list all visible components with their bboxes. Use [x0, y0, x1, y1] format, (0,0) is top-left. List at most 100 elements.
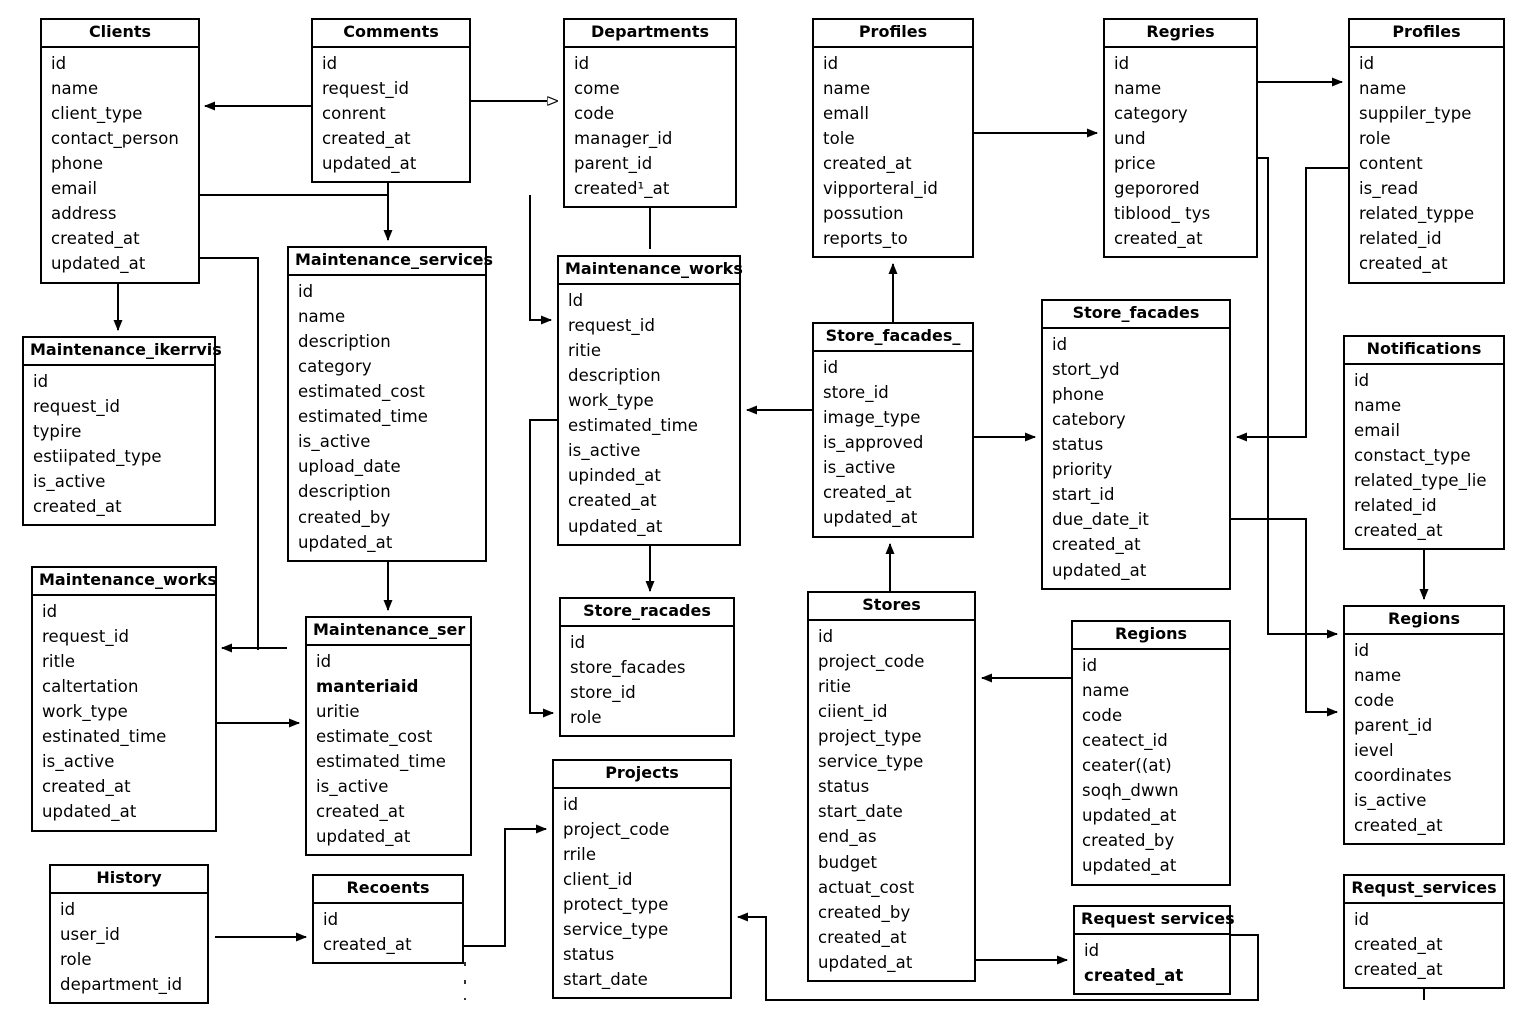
column-status: status [563, 945, 615, 965]
column-is-active: is_active [823, 458, 896, 478]
entity-title-request_services: Request services [1075, 907, 1235, 935]
column-email: email [1354, 420, 1401, 440]
entity-title-regions_center: Regions [1073, 622, 1229, 650]
column-und: und [1114, 129, 1146, 149]
column-stort-yd: stort_yd [1052, 359, 1120, 379]
column-price: price [1114, 154, 1156, 174]
column-id: id [1114, 53, 1130, 73]
column-estimated-cost: estimated_cost [298, 382, 425, 402]
column-come: come [574, 78, 620, 98]
column-id: id [1354, 640, 1370, 660]
entity-title-regries: Regries [1105, 20, 1256, 48]
column-ld: ld [568, 290, 584, 310]
column-actuat-cost: actuat_cost [818, 877, 915, 897]
column-related-type-lie: related_type_lie [1354, 471, 1487, 491]
column-id: id [33, 371, 49, 391]
column-created-at: created_at [33, 497, 122, 517]
column-status: status [818, 777, 870, 797]
column-is-active: is_active [1354, 791, 1427, 811]
column-store-facades: store_facades [570, 657, 686, 677]
column-priority: priority [1052, 460, 1113, 480]
column-updated-at: updated_at [322, 154, 417, 174]
column-vipporteral-id: vipporteral_id [823, 179, 938, 199]
column-constact-type: constact_type [1354, 446, 1471, 466]
column-address: address [51, 204, 117, 224]
column-ritle: ritle [42, 651, 76, 671]
entity-title-maintenance_ser: Maintenance_ser [307, 618, 470, 646]
column-estimate-cost: estimate_cost [316, 727, 433, 747]
column-catebory: catebory [1052, 410, 1126, 430]
entity-title-projects: Projects [554, 761, 730, 789]
column-ritie: ritie [568, 340, 602, 360]
column-id: id [60, 899, 76, 919]
column-rrile: rrile [563, 844, 597, 864]
column-updated-at: updated_at [1082, 856, 1177, 876]
column-updated-at: updated_at [818, 952, 913, 972]
column-role: role [60, 949, 92, 969]
column-ceater-at: ceater((at) [1082, 756, 1172, 776]
column-created-at: created_at [823, 483, 912, 503]
column-ciient-id: ciient_id [818, 702, 888, 722]
column-phone: phone [51, 154, 104, 174]
entity-title-clients: Clients [42, 20, 198, 48]
column-content: content [1359, 154, 1423, 174]
entity-title-recoents: Recoents [314, 876, 462, 904]
column-updated-at: updated_at [1082, 806, 1177, 826]
column-project-type: project_type [818, 727, 922, 747]
entity-title-regions_right: Regions [1345, 607, 1503, 635]
edge-departments-mworks [529, 195, 552, 325]
column-created-at: created_at [316, 802, 405, 822]
column-typire: typire [33, 421, 82, 441]
column-ritie: ritie [818, 676, 852, 696]
column-parent-id: parent_id [574, 154, 653, 174]
column-estimated-time: estimated_time [568, 416, 699, 436]
column-created-at: created_at [1354, 934, 1443, 954]
entity-title-comments: Comments [313, 20, 469, 48]
column-updated-at: updated_at [568, 516, 663, 536]
column-created-at: created_at [51, 229, 140, 249]
column-related-typpe: related_typpe [1359, 204, 1475, 224]
column-soqh-dwwn: soqh_dwwn [1082, 781, 1179, 801]
column-possution: possution [823, 204, 904, 224]
column-created-at: created_at [1354, 521, 1443, 541]
column-id: id [1354, 370, 1370, 390]
column-geporored: geporored [1114, 179, 1200, 199]
column-id: id [823, 357, 839, 377]
column-tole: tole [823, 129, 855, 149]
edge-sfacadesmain-regionsright2 [1231, 518, 1338, 717]
